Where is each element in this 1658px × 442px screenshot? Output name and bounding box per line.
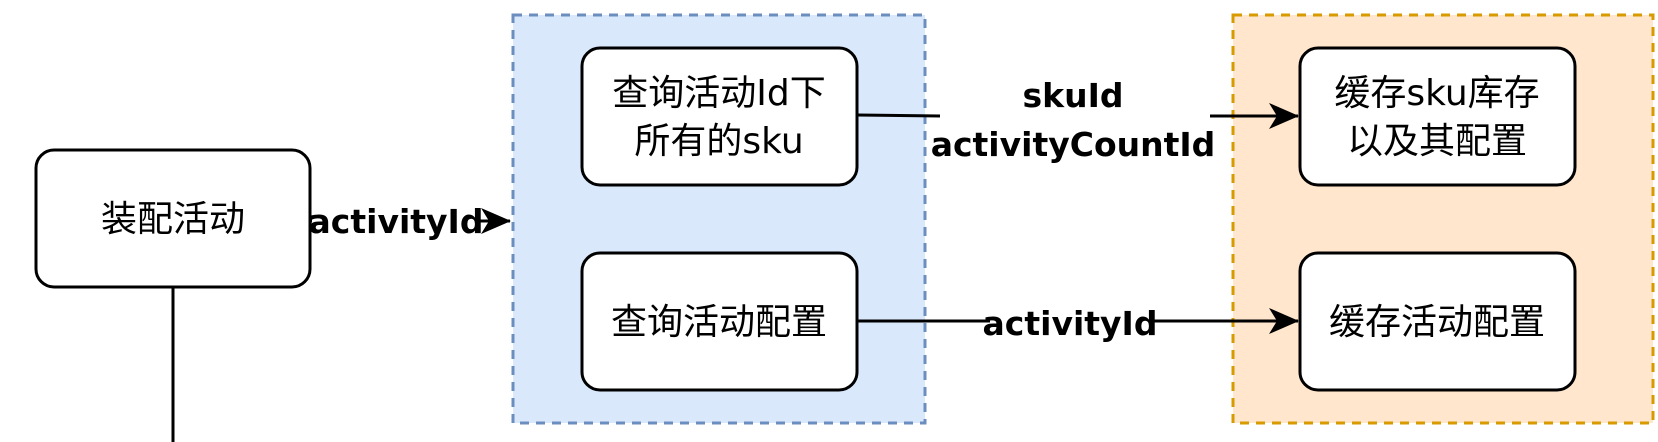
node-box — [580, 46, 859, 187]
node-box — [1298, 46, 1577, 187]
edge-label-bg — [990, 302, 1150, 342]
node-box — [34, 148, 312, 289]
node-label: 装配活动 — [101, 199, 245, 240]
node-label-line1: 缓存sku库存 — [1334, 73, 1539, 114]
edge-label-sku-id: skuId — [1023, 76, 1124, 115]
node-label-line1: 查询活动Id下 — [612, 73, 825, 114]
node-label-line2: 以及其配置 — [1347, 121, 1527, 162]
node-label: 查询活动配置 — [611, 302, 827, 343]
node-box — [580, 251, 859, 392]
edge-label-activity-id: activityId — [309, 202, 484, 241]
node-cache-config[interactable]: 缓存活动配置 — [1298, 251, 1577, 392]
node-label: 缓存活动配置 — [1329, 302, 1545, 343]
edge-label-activity-id-config: activityId — [983, 304, 1158, 343]
edge-line-a — [856, 113, 941, 118]
edge-label-bg — [312, 202, 478, 242]
node-box — [1298, 251, 1577, 392]
node-label-line2: 所有的sku — [634, 121, 803, 162]
node-cache-sku[interactable]: 缓存sku库存 以及其配置 — [1298, 46, 1577, 187]
edge-skus-to-cache — [856, 103, 1299, 129]
node-query-skus[interactable]: 查询活动Id下 所有的sku — [580, 46, 859, 187]
node-assemble-activity[interactable]: 装配活动 — [34, 148, 312, 289]
node-query-config[interactable]: 查询活动配置 — [580, 251, 859, 392]
edge-label-activity-count-id: activityCountId — [931, 125, 1216, 164]
